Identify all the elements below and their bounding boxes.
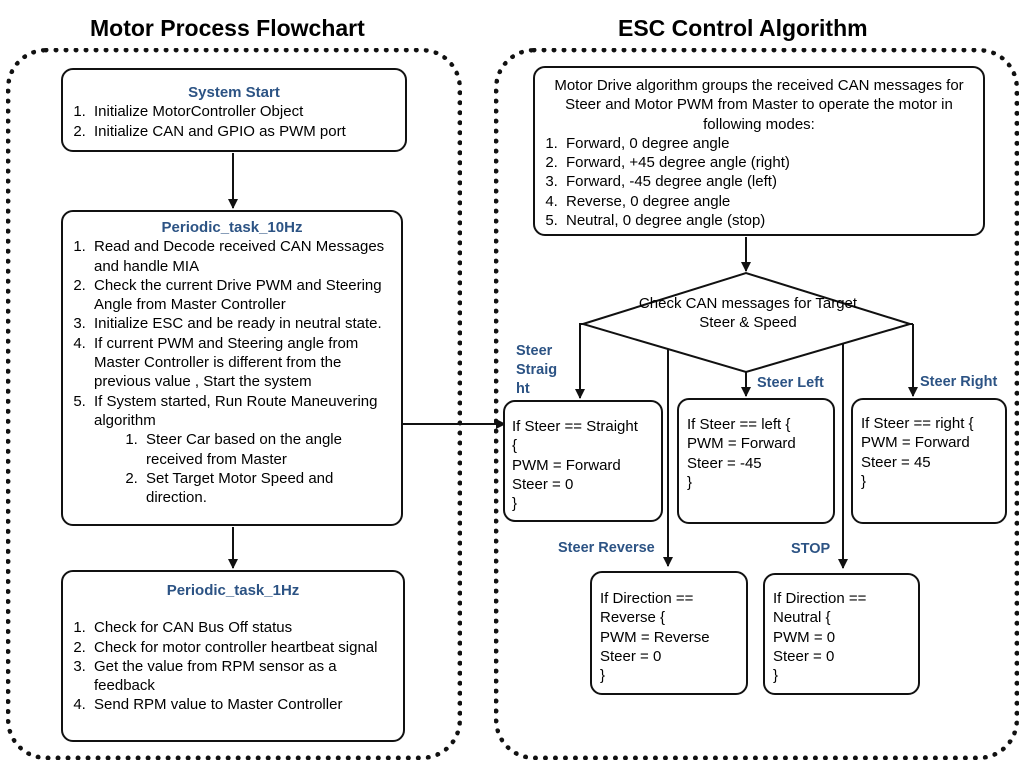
list-item: Reverse, 0 degree angle (562, 192, 977, 211)
task-10hz-box: Periodic_task_10Hz Read and Decode recei… (61, 210, 403, 526)
right-panel (494, 48, 1019, 760)
code-line: } (861, 472, 867, 490)
code-line: If Steer == left { (687, 416, 791, 433)
code-line: If Steer == right { (861, 415, 974, 432)
label-steer-right: Steer Right (920, 374, 998, 390)
code-line: If Steer == Straight (512, 418, 638, 435)
list-item: Send RPM value to Master Controller (90, 695, 397, 714)
system-start-list: Initialize MotorController Object Initia… (63, 102, 405, 141)
steer-straight-box: If Steer == Straight { PWM = Forward Ste… (503, 400, 663, 522)
list-item: Get the value from RPM sensor as a feedb… (90, 657, 397, 696)
list-item: Forward, 0 degree angle (562, 134, 977, 153)
code-line: } (687, 473, 693, 491)
code-line: PWM = Forward (687, 435, 796, 453)
list-item: Neutral, 0 degree angle (stop) (562, 211, 977, 230)
label-steer-straight: Steer Straig ht (516, 343, 558, 397)
list-item: Read and Decode received CAN Messages an… (90, 237, 395, 276)
list-item: Steer Car based on the angle received fr… (142, 430, 389, 469)
list-item: Forward, -45 degree angle (left) (562, 172, 977, 191)
list-item: Forward, +45 degree angle (right) (562, 153, 977, 172)
decision-text: Check CAN messages for Target Steer & Sp… (638, 295, 858, 331)
code-line: If Direction == (600, 590, 694, 607)
code-line: Steer = 0 (600, 647, 662, 665)
code-line: Reverse { (600, 609, 666, 627)
right-heading: ESC Control Algorithm (618, 15, 868, 41)
code-line: PWM = Reverse (600, 628, 710, 646)
code-line: Steer = 0 (512, 475, 574, 493)
code-line: PWM = Forward (861, 434, 970, 452)
label-steer-left: Steer Left (757, 375, 824, 391)
code-line: PWM = Forward (512, 456, 621, 474)
steer-left-box: If Steer == left { PWM = Forward Steer =… (677, 398, 835, 524)
list-item-text: If System started, Run Route Maneuvering… (94, 392, 378, 429)
steer-reverse-box: If Direction == Reverse { PWM = Reverse … (590, 571, 748, 695)
modes-list: Forward, 0 degree angle Forward, +45 deg… (535, 134, 983, 230)
left-panel (6, 48, 462, 760)
label-steer-reverse: Steer Reverse (558, 540, 655, 556)
task-10hz-title: Periodic_task_10Hz (161, 219, 303, 236)
steer-right-box: If Steer == right { PWM = Forward Steer … (851, 398, 1007, 524)
label-stop: STOP (791, 541, 831, 557)
list-item: Initialize ESC and be ready in neutral s… (90, 314, 395, 333)
intro-box: Motor Drive algorithm groups the receive… (533, 66, 985, 236)
system-start-title: System Start (188, 84, 280, 101)
list-item: If System started, Run Route Maneuvering… (90, 392, 395, 508)
code-line: Steer = 0 (773, 647, 835, 665)
task-1hz-title: Periodic_task_1Hz (166, 582, 300, 599)
task-10hz-list: Read and Decode received CAN Messages an… (63, 237, 401, 507)
stop-box: If Direction == Neutral { PWM = 0 Steer … (763, 573, 920, 695)
code-line: If Direction == (773, 590, 867, 607)
code-line: PWM = 0 (773, 628, 836, 646)
list-item: Check for motor controller heartbeat sig… (90, 638, 397, 657)
task-1hz-list: Check for CAN Bus Off status Check for m… (63, 618, 403, 714)
code-line: } (773, 667, 779, 685)
code-line: Steer = 45 (861, 453, 931, 471)
code-line: } (512, 495, 518, 513)
intro-text: Motor Drive algorithm groups the receive… (554, 77, 964, 133)
task-1hz-box: Periodic_task_1Hz Check for CAN Bus Off … (61, 570, 405, 742)
code-line: Neutral { (773, 609, 831, 627)
list-item: Initialize MotorController Object (90, 102, 399, 121)
code-line: { (512, 437, 518, 455)
list-item: Check for CAN Bus Off status (90, 618, 397, 637)
list-item: Set Target Motor Speed and direction. (142, 469, 389, 508)
left-heading: Motor Process Flowchart (90, 15, 365, 41)
code-line: } (600, 667, 606, 685)
code-line: Steer = -45 (687, 454, 762, 472)
list-item: If current PWM and Steering angle from M… (90, 334, 395, 392)
system-start-box: System Start Initialize MotorController … (61, 68, 407, 152)
list-item: Check the current Drive PWM and Steering… (90, 276, 395, 315)
task-10hz-sublist: Steer Car based on the angle received fr… (94, 430, 395, 507)
list-item: Initialize CAN and GPIO as PWM port (90, 122, 399, 141)
